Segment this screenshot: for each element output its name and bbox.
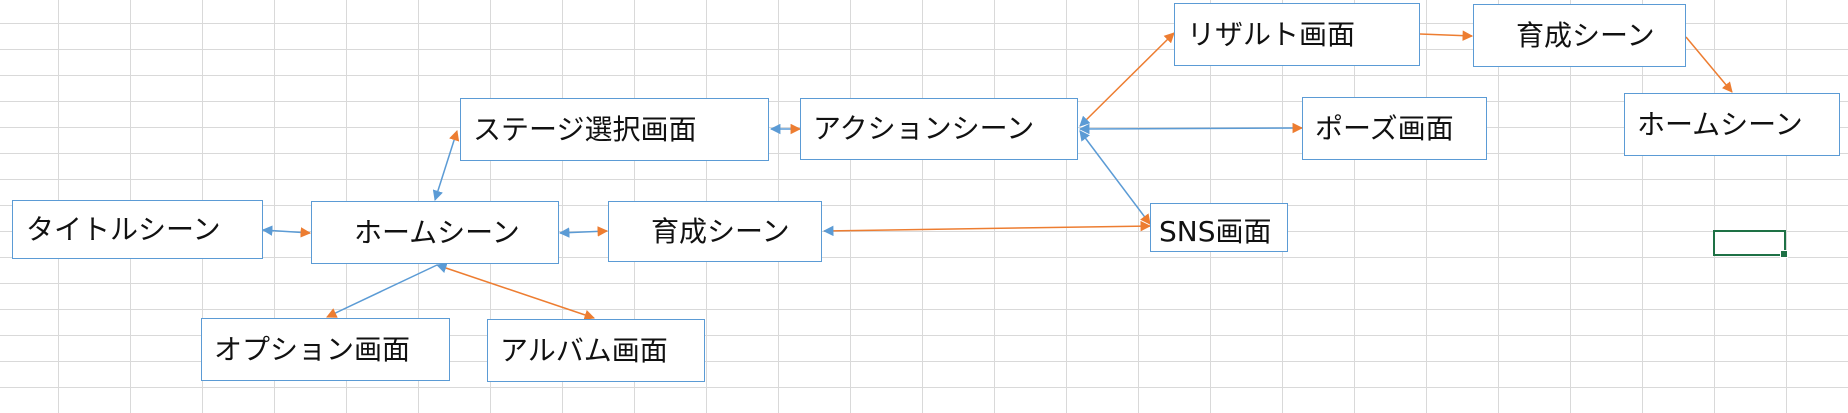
arrow-training-to-sns	[822, 220, 1152, 237]
node-title-scene[interactable]: タイトルシーン	[12, 200, 263, 259]
node-training-scene[interactable]: 育成シーン	[608, 201, 822, 262]
arrow-action-to-pause	[1078, 122, 1304, 135]
arrow-action-to-sns	[1079, 130, 1151, 225]
node-training-scene-2[interactable]: 育成シーン	[1473, 4, 1686, 67]
node-pause-screen[interactable]: ポーズ画面	[1302, 97, 1487, 160]
node-home-scene-label: ホームシーン	[354, 215, 520, 249]
node-album-screen[interactable]: アルバム画面	[487, 319, 705, 382]
node-option-screen[interactable]: オプション画面	[201, 318, 450, 381]
node-stage-select[interactable]: ステージ選択画面	[460, 98, 769, 161]
node-home-scene-2[interactable]: ホームシーン	[1624, 93, 1840, 156]
arrow-home-to-stage-select	[432, 129, 460, 202]
node-sns-screen[interactable]: SNS画面	[1150, 203, 1288, 252]
node-training-scene-2-label: 育成シーン	[1516, 18, 1655, 52]
fill-handle[interactable]	[1780, 250, 1788, 258]
node-action-scene-label: アクションシーン	[813, 112, 1035, 145]
arrow-title-to-home	[261, 225, 312, 238]
selected-cell[interactable]	[1713, 230, 1788, 258]
node-title-scene-label: タイトルシーン	[26, 212, 221, 246]
node-result-screen[interactable]: リザルト画面	[1174, 3, 1420, 66]
node-option-screen-label: オプション画面	[214, 332, 411, 366]
arrow-home-to-option	[326, 264, 438, 318]
node-stage-select-label: ステージ選択画面	[473, 112, 697, 146]
arrow-result-to-training-2	[1419, 30, 1474, 41]
node-sns-screen-label: SNS画面	[1159, 214, 1272, 248]
node-album-screen-label: アルバム画面	[500, 333, 668, 367]
arrow-home-to-training	[558, 226, 609, 238]
node-action-scene[interactable]: アクションシーン	[800, 98, 1078, 160]
arrow-action-to-result	[1079, 32, 1175, 127]
arrow-training-2-to-home-2	[1685, 36, 1733, 93]
node-home-scene-2-label: ホームシーン	[1637, 107, 1803, 141]
node-result-screen-label: リザルト画面	[1187, 17, 1356, 51]
node-pause-screen-label: ポーズ画面	[1315, 111, 1454, 145]
node-training-scene-label: 育成シーン	[651, 214, 790, 248]
node-home-scene[interactable]: ホームシーン	[311, 201, 559, 264]
arrow-home-to-album	[436, 263, 595, 320]
